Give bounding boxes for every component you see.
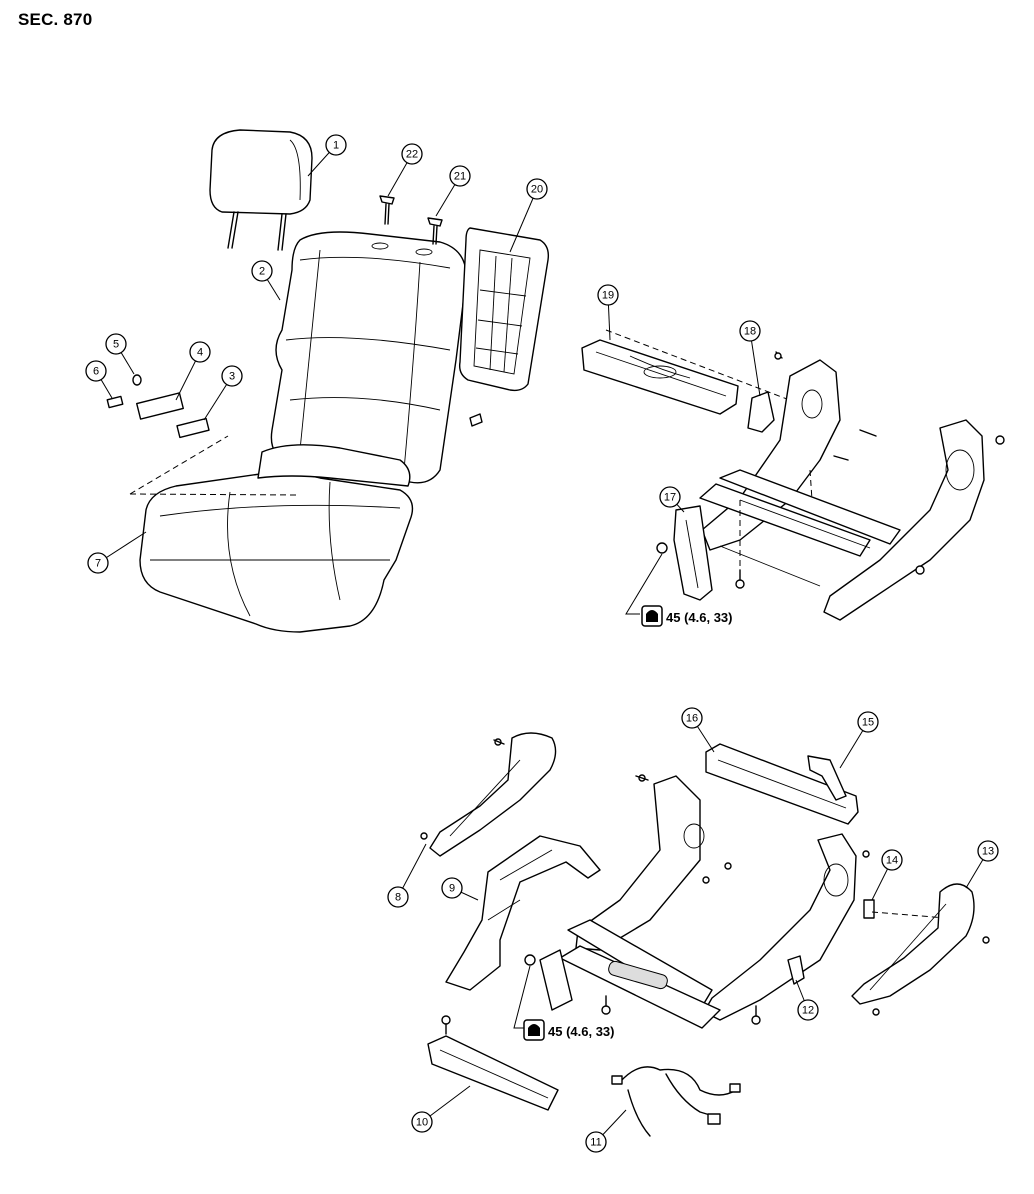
callout-18: 18 [739, 320, 761, 397]
side-bracket-8 [420, 732, 557, 857]
lower-seat-frame [524, 774, 870, 1029]
callout-circle-7 [87, 552, 109, 574]
callout-7: 7 [87, 531, 147, 574]
callout-number-11: 11 [590, 1137, 601, 1149]
callout-number-20: 20 [531, 184, 543, 196]
callout-circle-16 [681, 707, 703, 729]
callout-11: 11 [585, 1109, 627, 1153]
small-trim-parts [106, 374, 210, 439]
section-title: SEC. 870 [18, 10, 93, 29]
callout-circle-21 [449, 165, 471, 187]
callout-14: 14 [871, 849, 903, 901]
bracket-17 [656, 505, 713, 601]
headrest [209, 129, 313, 251]
callout-number-17: 17 [664, 492, 676, 504]
callout-number-14: 14 [886, 855, 898, 867]
cross-rail-16 [705, 743, 859, 825]
upper-seat-frame [699, 351, 1005, 621]
callout-10: 10 [411, 1085, 471, 1133]
callout-number-7: 7 [95, 558, 101, 570]
callout-13: 13 [965, 840, 999, 889]
callout-circle-3 [221, 365, 243, 387]
callout-circle-12 [797, 999, 819, 1021]
callout-circle-9 [441, 877, 463, 899]
callout-circle-1 [325, 134, 347, 156]
callout-circle-19 [597, 284, 619, 306]
callout-21: 21 [435, 165, 471, 217]
callout-circle-4 [189, 341, 211, 363]
callout-number-19: 19 [602, 290, 614, 302]
callout-circle-18 [739, 320, 761, 342]
seat-cushion [139, 444, 414, 633]
callout-number-2: 2 [259, 266, 265, 278]
callout-3: 3 [203, 365, 243, 421]
side-cover-13 [851, 883, 990, 1016]
callout-1: 1 [307, 134, 347, 177]
callout-22: 22 [387, 143, 423, 197]
callout-circle-10 [411, 1111, 433, 1133]
callout-number-3: 3 [229, 371, 235, 383]
callout-20: 20 [509, 178, 548, 253]
callout-number-13: 13 [982, 846, 994, 858]
callout-6: 6 [85, 360, 113, 399]
switch-14 [863, 899, 875, 919]
clip-15 [807, 755, 847, 801]
callout-12: 12 [795, 979, 819, 1021]
callout-leader-20 [509, 188, 538, 253]
callout-circle-15 [857, 711, 879, 733]
back-panel [458, 227, 550, 427]
torque-text-lower: 45 (4.6, 33) [548, 1024, 615, 1039]
callout-number-22: 22 [406, 149, 418, 161]
callout-leader-18 [749, 330, 761, 397]
callout-number-4: 4 [197, 347, 203, 359]
callout-circle-20 [526, 178, 548, 200]
bottom-cover-10 [427, 1015, 559, 1111]
callout-9: 9 [441, 877, 479, 901]
bracket-12 [787, 955, 805, 985]
seatback [270, 231, 467, 484]
callout-number-1: 1 [333, 140, 339, 152]
wire-harness-11 [611, 1066, 741, 1137]
callout-number-16: 16 [686, 713, 698, 725]
callout-8: 8 [387, 843, 427, 908]
callout-5: 5 [105, 333, 135, 375]
torque-spec-upper: 45 (4.6, 33) [641, 605, 733, 627]
callout-number-10: 10 [416, 1117, 428, 1129]
callout-circle-2 [251, 260, 273, 282]
callout-number-21: 21 [454, 171, 466, 183]
callout-circle-6 [85, 360, 107, 382]
callout-circle-17 [659, 486, 681, 508]
callout-16: 16 [681, 707, 715, 753]
callout-number-12: 12 [802, 1005, 814, 1017]
torque-text-upper: 45 (4.6, 33) [666, 610, 733, 625]
callout-number-15: 15 [862, 717, 874, 729]
callout-2: 2 [251, 260, 281, 301]
bolts-21-22 [379, 195, 443, 245]
callout-circle-11 [585, 1131, 607, 1153]
callout-4: 4 [175, 341, 211, 401]
callout-circle-13 [977, 840, 999, 862]
callout-number-9: 9 [449, 883, 455, 895]
callout-number-8: 8 [395, 892, 401, 904]
torque-spec-lower: 45 (4.6, 33) [523, 1019, 615, 1041]
callout-circle-8 [387, 886, 409, 908]
callout-circle-5 [105, 333, 127, 355]
callout-number-5: 5 [113, 339, 119, 351]
side-cover-9 [445, 835, 601, 991]
rail-cover [581, 339, 739, 415]
callout-17: 17 [659, 486, 685, 513]
callout-circle-22 [401, 143, 423, 165]
bracket-18 [747, 391, 775, 433]
callout-15: 15 [839, 711, 879, 769]
callout-number-6: 6 [93, 366, 99, 378]
callout-number-18: 18 [744, 326, 756, 338]
callout-19: 19 [597, 284, 619, 341]
callout-circle-14 [881, 849, 903, 871]
